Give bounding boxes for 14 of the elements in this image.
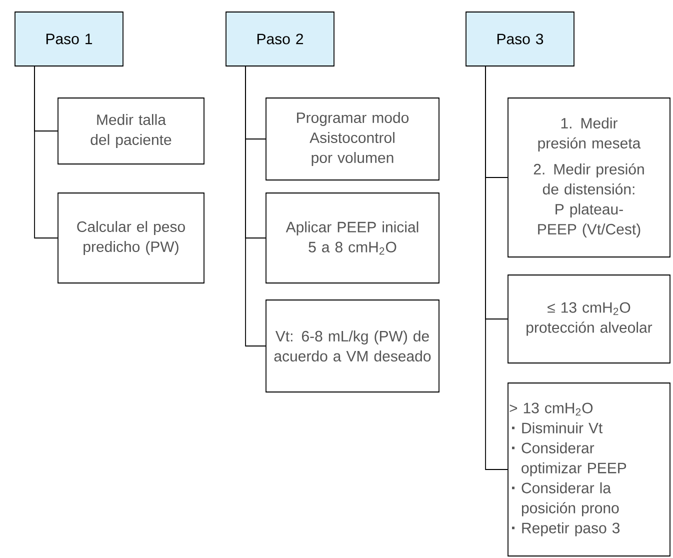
text-box: 1. Medir presión meseta 2. Medir presión de distensión: P plateau-PEEP (Vt/Cest) (508, 98, 670, 258)
text-box: Vt: 6-8 mL/kg (PW) de acuerdo a VM deseado (266, 300, 440, 392)
step-box: Paso 3 (466, 12, 574, 66)
text-box: Calcular el peso predicho (PW) (58, 192, 204, 284)
step-box: Paso 1 (14, 12, 124, 66)
text-box: Aplicar PEEP inicial 5 a 8 cmH$_{2}$O (266, 192, 440, 284)
connector (245, 66, 266, 346)
bullet-list-box: > 13 cmH$_{2}$O Disminuir Vt Considerar optimizar PEEP Considerar la posición prono Repetir paso 3 (508, 382, 670, 556)
connector (485, 66, 508, 470)
text-box: ≤ 13 cmH$_{2}$O protección alveolar (508, 274, 670, 364)
step-box: Paso 2 (226, 12, 334, 66)
text-box: Programar modo Asistocontrol por volumen (266, 98, 440, 180)
text-box: Medir talla del paciente (58, 98, 204, 164)
connector (34, 66, 58, 238)
